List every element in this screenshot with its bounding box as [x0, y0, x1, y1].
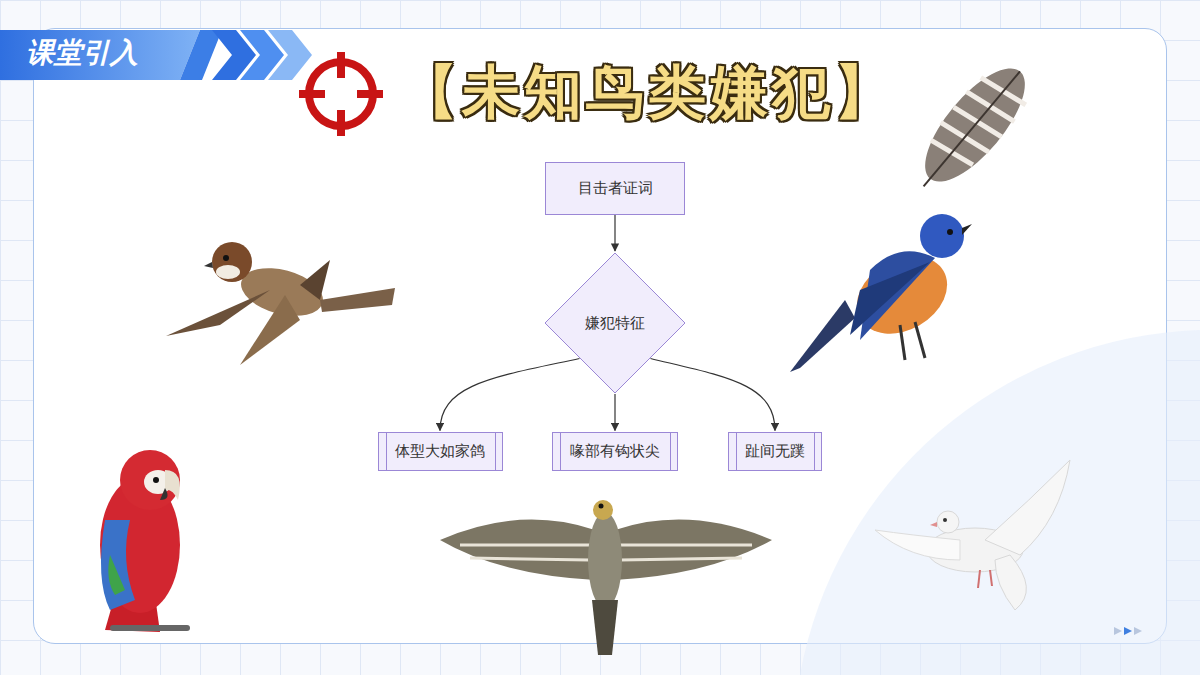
section-tag: 课堂引入: [26, 34, 138, 72]
process-box: 体型大如家鸽: [378, 432, 503, 471]
subroutine-bar: [670, 433, 671, 470]
connector-arrow: [614, 215, 615, 252]
subroutine-bar: [736, 433, 737, 470]
connector-arrow: [651, 359, 776, 431]
process-box: 目击者证词: [545, 162, 685, 215]
connector-arrow: [614, 394, 615, 431]
subroutine-bar: [495, 433, 496, 470]
node-label: 目击者证词: [578, 179, 653, 198]
process-box: 喙部有钩状尖: [552, 432, 678, 471]
connector-arrow: [440, 359, 580, 431]
node-label: 喙部有钩状尖: [570, 442, 660, 461]
subroutine-bar: [814, 433, 815, 470]
subroutine-bar: [560, 433, 561, 470]
node-label: 趾间无蹼: [745, 442, 805, 461]
decision-diamond: 嫌犯特征: [544, 252, 686, 394]
process-box: 趾间无蹼: [728, 432, 822, 471]
node-label: 体型大如家鸽: [395, 442, 485, 461]
subroutine-bar: [386, 433, 387, 470]
slide-title: 【未知鸟类嫌犯】: [400, 54, 896, 132]
node-label: 嫌犯特征: [585, 314, 645, 333]
